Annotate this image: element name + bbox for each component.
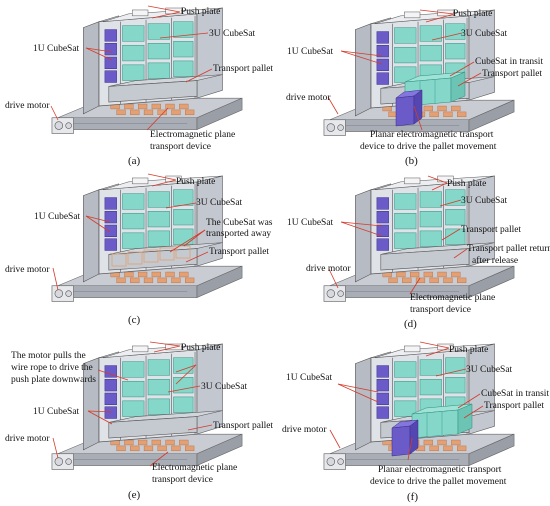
label-push-plate: Push plate: [447, 179, 486, 189]
label-transport-pallet: Transport pallet: [213, 421, 273, 431]
panel-a-leader-lines: [50, 5, 213, 131]
panel-caption: (b): [405, 155, 418, 167]
panel-d: Push plate 3U CubeSat 1U CubeSat Transpo…: [287, 175, 550, 330]
label-1u-cubesat: 1U CubeSat: [287, 47, 334, 57]
label-cubesat-in-transit: CubeSat in transit: [475, 57, 543, 67]
label-em-device-line2: transport device: [150, 142, 211, 152]
label-transport-pallet: Transport pallet: [484, 401, 544, 411]
label-em-device-line1: Electromagnetic plane: [410, 293, 495, 303]
panel-caption: (c): [128, 314, 141, 326]
transit-1u-block: [395, 89, 423, 127]
label-push-plate: Push plate: [176, 177, 215, 187]
label-3u-cubesat: 3U CubeSat: [461, 29, 508, 39]
panel-caption: (f): [407, 491, 418, 503]
panel-c-leader-lines: [52, 173, 209, 291]
panel-b: Push plate 3U CubeSat 1U CubeSat CubeSat…: [286, 9, 543, 167]
label-3u-cubesat: 3U CubeSat: [196, 198, 243, 208]
panel-e: The motor pulls the wire rope to drive t…: [5, 341, 273, 501]
label-transport-pallet: Transport pallet: [482, 69, 542, 79]
label-planar-line2: device to drive the pallet movement: [370, 477, 507, 487]
label-em-device-line1: Electromagnetic plane: [150, 130, 235, 140]
panel-e-leader-lines: [52, 341, 213, 467]
label-push-plate: Push plate: [449, 345, 488, 355]
label-planar-line1: Planar electromagnetic transport: [370, 130, 494, 140]
label-1u-cubesat: 1U CubeSat: [33, 407, 80, 417]
panel-d-leader-lines: [328, 175, 468, 295]
label-3u-cubesat: 3U CubeSat: [209, 29, 256, 39]
label-em-device-line2: transport device: [410, 305, 471, 315]
label-drive-motor: drive motor: [5, 434, 50, 444]
label-planar-line2: device to drive the pallet movement: [360, 142, 497, 152]
label-transported-line1: The CubeSat was: [206, 218, 273, 228]
label-3u-cubesat: 3U CubeSat: [461, 196, 508, 206]
label-drive-motor: drive motor: [306, 264, 351, 274]
panel-f-leader-lines: [329, 341, 484, 461]
label-3u-cubesat: 3U CubeSat: [201, 382, 248, 392]
pallet-outline-frame: [111, 245, 191, 267]
label-1u-cubesat: 1U CubeSat: [286, 373, 333, 383]
label-planar-line1: Planar electromagnetic transport: [378, 465, 502, 475]
label-drive-motor: drive motor: [282, 425, 327, 435]
label-return-line1: Transport pallet return: [467, 244, 550, 254]
panel-caption: (e): [128, 489, 141, 501]
panel-f: Push plate 3U CubeSat 1U CubeSat CubeSat…: [282, 341, 549, 503]
panel-c: Push plate 3U CubeSat 1U CubeSat The Cub…: [5, 173, 273, 326]
label-return-line2: after release: [472, 255, 518, 266]
label-drive-motor: drive motor: [5, 265, 50, 275]
label-em-device-line1: Electromagnetic plane: [152, 463, 237, 473]
label-transport-pallet: Transport pallet: [209, 247, 269, 257]
panel-b-leader-lines: [327, 9, 482, 131]
panel-a: Push plate 3U CubeSat 1U CubeSat Transpo…: [5, 5, 273, 167]
label-em-device-line2: transport device: [152, 475, 213, 485]
label-transported-line2: transported away: [206, 229, 271, 239]
label-transport-pallet: Transport pallet: [213, 64, 273, 74]
label-1u-cubesat: 1U CubeSat: [34, 212, 81, 222]
label-transport-pallet: Transport pallet: [461, 225, 521, 235]
label-push-plate: Push plate: [181, 343, 220, 353]
label-motor-line1: The motor pulls the: [11, 351, 86, 361]
label-push-plate: Push plate: [453, 9, 492, 19]
transit-1u-block: [391, 419, 419, 457]
panel-d-illustration: [323, 175, 515, 302]
label-motor-line3: push plate downwards: [11, 375, 96, 385]
label-motor-line2: wire rope to drive the: [11, 363, 93, 373]
label-drive-motor: drive motor: [5, 101, 50, 111]
label-1u-cubesat: 1U CubeSat: [287, 218, 334, 228]
panel-caption: (d): [404, 318, 417, 330]
label-cubesat-in-transit: CubeSat in transit: [481, 389, 549, 399]
label-push-plate: Push plate: [181, 7, 220, 17]
panel-caption: (a): [128, 155, 141, 167]
label-1u-cubesat: 1U CubeSat: [33, 44, 80, 54]
label-3u-cubesat: 3U CubeSat: [466, 365, 513, 375]
label-drive-motor: drive motor: [286, 93, 331, 103]
